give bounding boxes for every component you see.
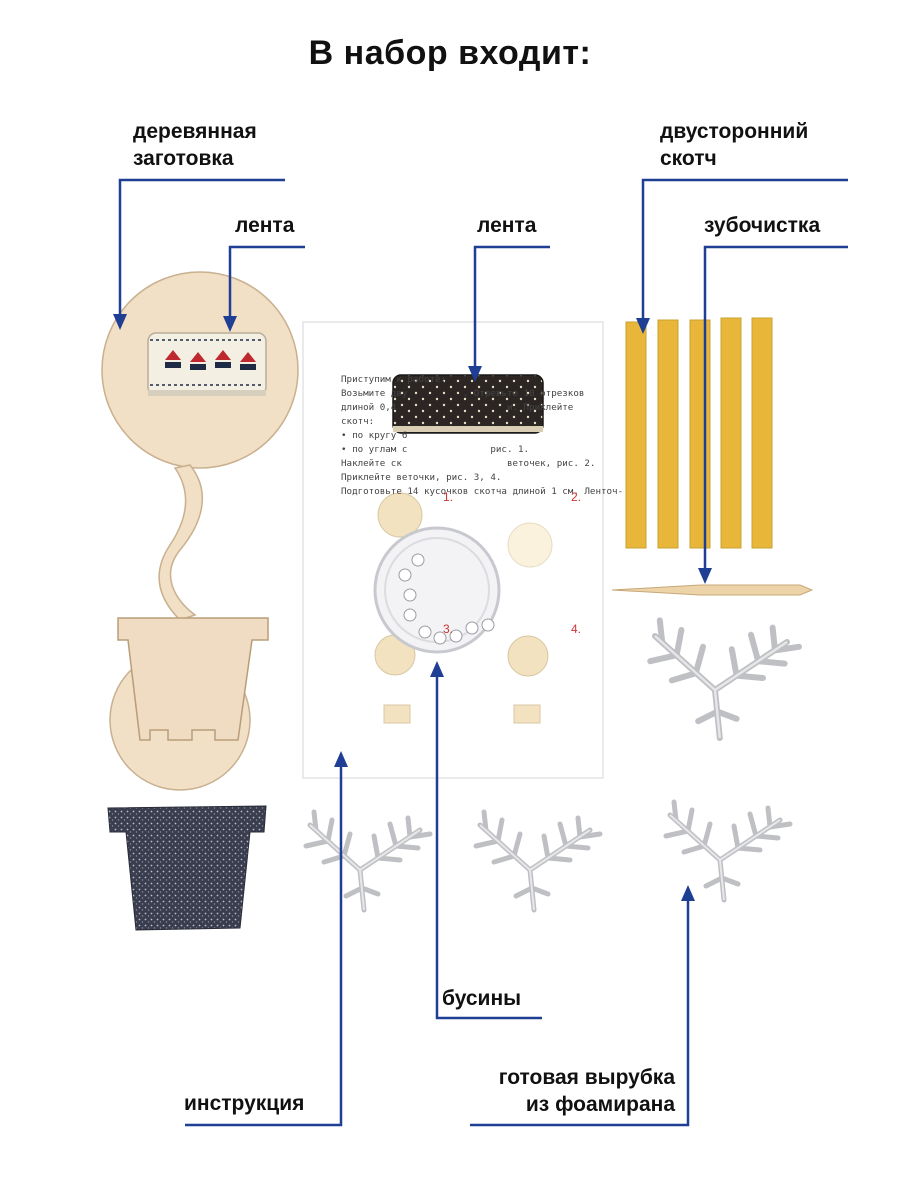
- page-title: В набор входит:: [308, 34, 592, 72]
- instruction-text: Приступим к работе: Возьмите дву . Отреж…: [341, 359, 623, 499]
- label-ribbon-center: лента: [477, 214, 537, 237]
- ribbon-roll-center: [392, 374, 544, 434]
- pointer-arrowheads: [113, 314, 712, 901]
- label-line: заготовка: [133, 147, 234, 170]
- pointer-lines: [118, 178, 848, 1127]
- label-line: скотч: [660, 147, 717, 170]
- label-foamiran-cutout: готовая вырубка из фоамирана: [440, 1064, 675, 1118]
- instruction-line: Приклейте веточки, рис. 3, 4.: [341, 472, 502, 483]
- instruction-line: Подготовьте 14 кусочков скотча длиной 1 …: [341, 486, 624, 497]
- label-line: готовая вырубка: [498, 1066, 675, 1089]
- figure-number: 2.: [571, 490, 582, 504]
- instruction-line: • по углам с рис. 1.: [341, 444, 530, 455]
- label-ribbon-left: лента: [235, 214, 295, 237]
- figure-number: 3.: [443, 622, 454, 636]
- label-wooden-blank: деревянная заготовка: [133, 118, 257, 172]
- label-beads: бусины: [442, 987, 522, 1010]
- label-instruction: инструкция: [184, 1092, 305, 1115]
- ribbon-roll-left: [147, 332, 267, 396]
- label-line: деревянная: [133, 120, 257, 143]
- instruction-line: Наклейте ск веточек, рис. 2.: [341, 458, 596, 469]
- label-line: двусторонний: [660, 120, 809, 143]
- instruction-line: Приступим к работе:: [341, 374, 447, 385]
- instruction-line: скотч:: [341, 416, 375, 427]
- toothpick: [611, 584, 814, 596]
- instruction-line: длиной 0,4 и. Приклейте: [341, 402, 574, 413]
- figure-number: 4.: [571, 622, 582, 636]
- double-sided-tape: [625, 317, 773, 549]
- label-line: из фоамирана: [525, 1093, 675, 1116]
- beads-container: [373, 526, 501, 654]
- instruction-line: • по кругу 6: [341, 430, 408, 441]
- label-double-sided-tape: двусторонний скотч: [660, 118, 808, 172]
- instruction-line: Возьмите дву . Отрежьте 10 отрезков: [341, 388, 585, 399]
- figure-number: 1.: [443, 490, 454, 504]
- glitter-foam-pot: [107, 805, 267, 931]
- label-toothpick: зубочистка: [704, 214, 821, 237]
